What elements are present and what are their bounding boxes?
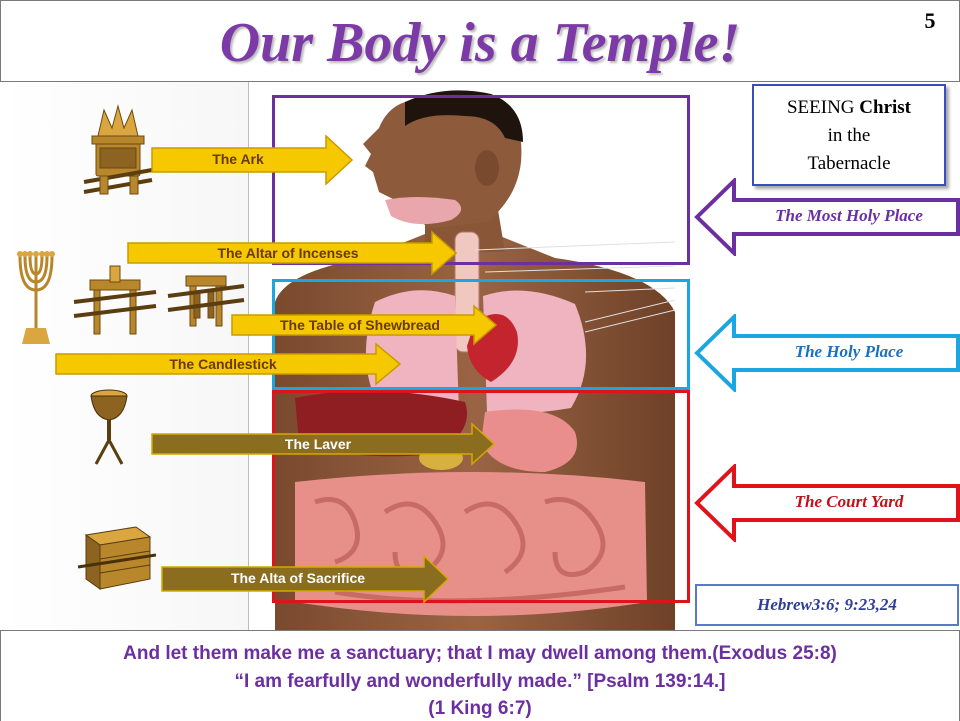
most-holy-arrow	[694, 178, 960, 256]
seeing-line3: Tabernacle	[807, 153, 891, 174]
ark-arrow	[151, 134, 354, 186]
most-holy-place-zone	[272, 95, 690, 265]
candlestick-label: The Candlestick	[169, 356, 277, 372]
altar-incense-arrow	[127, 230, 458, 276]
altar-sacrifice-arrow	[161, 554, 450, 604]
holy-label: The Holy Place	[794, 342, 904, 361]
verse-line-1: And let them make me a sanctuary; that I…	[123, 643, 837, 664]
altar-incense-label: The Altar of Incenses	[217, 245, 359, 261]
court-label: The Court Yard	[794, 492, 904, 511]
table-arrow	[231, 304, 498, 346]
title-bar	[0, 0, 960, 82]
footer	[0, 630, 960, 721]
court-yard-zone	[272, 390, 690, 603]
holy-arrow	[694, 314, 960, 392]
slide-number: 5	[924, 8, 936, 33]
shewbread-table-icon	[73, 265, 157, 335]
candlestick-arrow	[55, 342, 402, 386]
verse-line-2: “I am fearfully and wonderfully made.” […	[234, 671, 726, 692]
page-title: Our Body is a Temple!	[219, 12, 741, 74]
laver-arrow	[151, 422, 496, 466]
seeing-prefix: SEEING	[786, 97, 855, 118]
most-holy-label: The Most Holy Place	[775, 206, 923, 225]
table-label: The Table of Shewbread	[280, 317, 440, 333]
seeing-christ-box: SEEING Christ in the Tabernacle	[752, 84, 946, 186]
seeing-line2: in the	[827, 125, 871, 146]
ark-label: The Ark	[212, 151, 264, 167]
court-arrow	[694, 464, 960, 542]
altar-sacrifice-label: The Alta of Sacrifice	[230, 570, 366, 586]
reference-box: Hebrew3:6; 9:23,24	[695, 584, 959, 626]
menorah-icon	[17, 251, 55, 344]
laver-label: The Laver	[284, 436, 352, 452]
laver-icon	[90, 389, 128, 465]
sacrifice-altar-icon	[77, 526, 156, 590]
seeing-bold: Christ	[859, 97, 912, 118]
verse-line-3: (1 King 6:7)	[428, 698, 532, 719]
ark-icon	[83, 104, 153, 195]
incense-altar-icon	[167, 275, 245, 327]
